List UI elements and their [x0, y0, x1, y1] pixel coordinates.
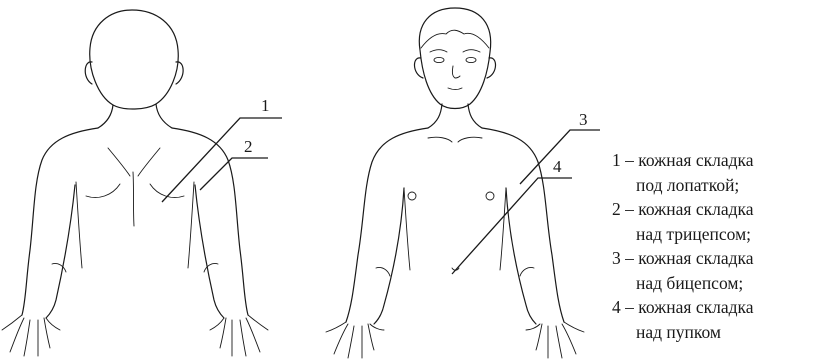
- marker-3: 3: [579, 110, 588, 129]
- front-elbow-right: [520, 267, 534, 276]
- front-head: [419, 8, 490, 109]
- back-spine: [133, 172, 134, 226]
- front-nose: [452, 66, 460, 78]
- front-neck-left: [428, 104, 442, 128]
- back-neck-right: [156, 104, 172, 128]
- front-hand-right: [526, 322, 584, 358]
- back-torso-left: [76, 182, 82, 268]
- legend-item-2-line2: над трицепсом;: [612, 222, 826, 247]
- back-right-arm-inner: [195, 185, 224, 318]
- front-eye-left: [434, 57, 444, 62]
- back-torso-right: [188, 182, 194, 268]
- front-torso-left: [404, 188, 410, 270]
- front-hair-fringe: [421, 30, 489, 48]
- front-eye-right: [466, 57, 476, 62]
- back-left-arm-outer: [22, 128, 98, 315]
- back-scapula-right: [138, 148, 160, 176]
- back-left-arm-inner: [46, 185, 75, 318]
- front-left-arm-inner: [374, 188, 404, 324]
- back-neck-left: [98, 105, 113, 128]
- legend-item-1: 1 – кожная складка под лопаткой;: [612, 148, 826, 197]
- marker-numbers: 1 2 3 4: [244, 96, 588, 176]
- front-neck-right: [468, 104, 482, 128]
- pointer-4: [452, 178, 572, 274]
- legend: 1 – кожная складка под лопаткой; 2 – кож…: [612, 148, 826, 344]
- legend-item-4: 4 – кожная складка над пупком: [612, 295, 826, 344]
- back-view-figure: [2, 10, 268, 356]
- pointer-1: [162, 118, 282, 202]
- back-elbow-right: [204, 263, 218, 272]
- legend-item-1-line2: под лопаткой;: [612, 173, 826, 198]
- legend-item-1-line1: 1 – кожная складка: [612, 150, 754, 170]
- back-right-arm-outer: [172, 128, 248, 315]
- front-nipple-right: [486, 192, 494, 200]
- front-eyebrow-right: [463, 50, 480, 52]
- front-clavicle-left: [428, 137, 452, 142]
- marker-2: 2: [244, 137, 253, 156]
- back-elbow-left: [52, 263, 66, 272]
- front-view-figure: [326, 8, 584, 358]
- back-hand-left: [2, 315, 60, 356]
- pointer-lines: [162, 118, 600, 274]
- front-elbow-left: [376, 267, 390, 276]
- legend-item-3: 3 – кожная складка над бицепсом;: [612, 246, 826, 295]
- back-head: [90, 10, 179, 109]
- front-eyebrow-left: [430, 50, 447, 52]
- front-clavicle-right: [458, 137, 482, 142]
- legend-item-2: 2 – кожная складка над трицепсом;: [612, 197, 826, 246]
- front-hand-left: [326, 322, 384, 358]
- back-scapula-left-lower: [86, 184, 120, 198]
- back-scapula-left: [108, 148, 130, 176]
- marker-1: 1: [261, 96, 270, 115]
- legend-item-4-line2: над пупком: [612, 320, 826, 345]
- back-scapula-right-lower: [150, 184, 184, 198]
- legend-item-2-line1: 2 – кожная складка: [612, 199, 754, 219]
- front-torso-right: [500, 188, 506, 270]
- back-hand-right: [210, 315, 268, 356]
- legend-item-3-line1: 3 – кожная складка: [612, 248, 754, 268]
- legend-item-3-line2: над бицепсом;: [612, 271, 826, 296]
- front-nipple-left: [408, 192, 416, 200]
- front-mouth: [448, 88, 462, 90]
- marker-4: 4: [553, 157, 562, 176]
- legend-item-4-line1: 4 – кожная складка: [612, 297, 754, 317]
